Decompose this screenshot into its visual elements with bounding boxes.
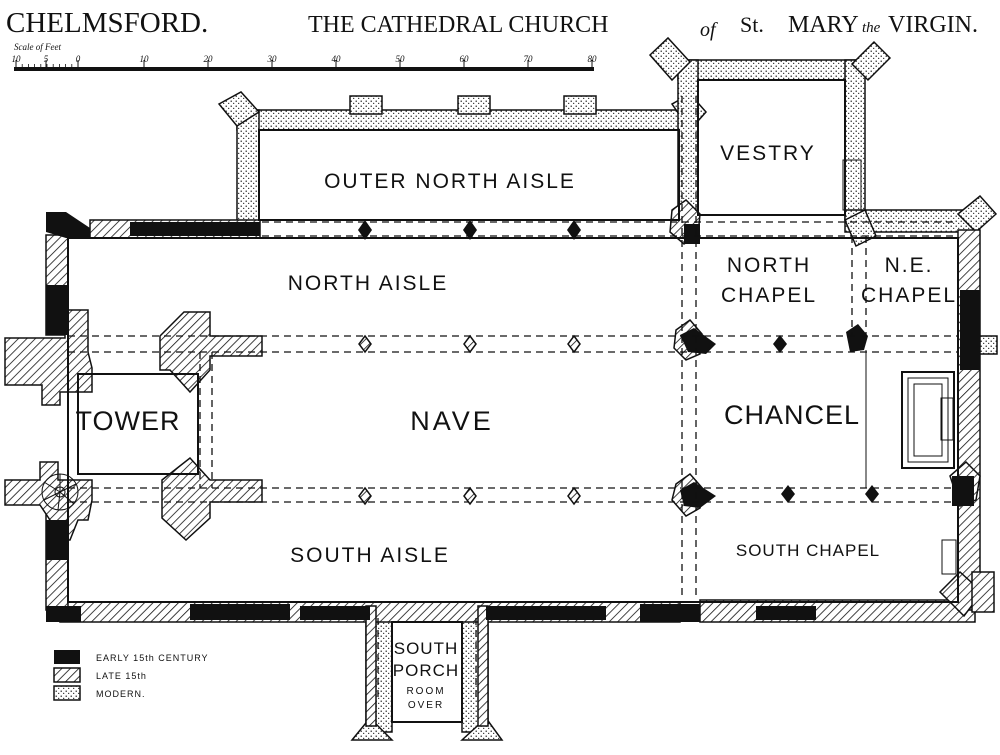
title-virgin: VIRGIN. — [888, 12, 978, 38]
scale-tick-label: 40 — [332, 54, 342, 64]
label-outer-north-aisle: OUTER NORTH AISLE — [324, 170, 576, 193]
scale-line — [14, 67, 594, 71]
legend-swatch-late — [53, 667, 81, 683]
label-south-porch-2: PORCH — [393, 661, 459, 680]
legend-label-modern: MODERN. — [96, 689, 146, 699]
arcade-lines — [68, 96, 958, 700]
plan-title: CHELMSFORD. THE CATHEDRAL CHURCH of St. … — [6, 7, 978, 41]
label-nave: NAVE — [410, 406, 494, 436]
modern-walls — [217, 36, 998, 741]
interior-outlines — [41, 79, 959, 723]
scale-tick-label: 10 — [140, 54, 150, 64]
legend-swatch-early — [54, 650, 80, 664]
scale-tick-label: 5 — [44, 54, 49, 64]
scale-tick-label: 70 — [524, 54, 534, 64]
scale-tick-label: 20 — [204, 54, 214, 64]
label-south-chapel: SOUTH CHAPEL — [736, 541, 880, 560]
room-labels: OUTER NORTH AISLE VESTRY NORTH AISLE NOR… — [76, 142, 957, 711]
title-of: of — [700, 19, 718, 41]
label-north-chapel-1: NORTH — [727, 254, 811, 277]
title-name: MARY — [788, 12, 859, 38]
label-south-porch-1: SOUTH — [394, 639, 459, 658]
label-north-aisle: NORTH AISLE — [288, 272, 449, 295]
legend: EARLY 15th CENTURY LATE 15th MODERN. — [53, 650, 209, 701]
label-south-aisle: SOUTH AISLE — [290, 544, 450, 567]
scale-tick-label: 0 — [76, 54, 81, 64]
scale-tick-label: 30 — [267, 54, 278, 64]
late-walls — [4, 199, 995, 727]
scale-tick-label: 80 — [588, 54, 598, 64]
legend-swatch-modern — [53, 685, 81, 701]
label-room-over-2: OVER — [408, 700, 444, 711]
scale-tick-label: 50 — [396, 54, 406, 64]
piers-outlined — [358, 334, 581, 506]
title-saint: St. — [740, 12, 764, 37]
legend-label-early: EARLY 15th CENTURY — [96, 653, 209, 663]
early-walls — [46, 212, 980, 622]
label-ne-chapel-2: CHAPEL — [861, 284, 957, 307]
title-church: THE CATHEDRAL CHURCH — [308, 12, 608, 38]
legend-label-late: LATE 15th — [96, 671, 147, 681]
label-ne-chapel-1: N.E. — [885, 254, 934, 277]
label-vestry: VESTRY — [720, 142, 816, 165]
scale-caption: Scale of Feet — [14, 42, 61, 52]
scale-tick-label: 60 — [460, 54, 470, 64]
title-the: the — [862, 20, 881, 36]
label-chancel: CHANCEL — [724, 400, 860, 430]
label-north-chapel-2: CHAPEL — [721, 284, 817, 307]
label-tower: TOWER — [76, 406, 181, 436]
scale-tick-label: 10 — [12, 54, 22, 64]
title-place: CHELMSFORD. — [6, 7, 208, 39]
label-room-over-1: ROOM — [406, 686, 445, 697]
